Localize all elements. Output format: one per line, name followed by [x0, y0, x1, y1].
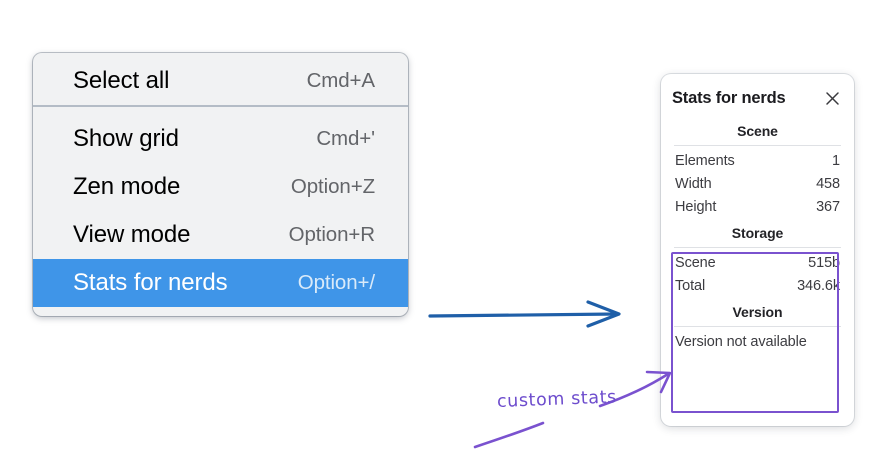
version-value: Version not available: [675, 334, 807, 350]
panel-header: Stats for nerds: [672, 74, 843, 116]
menu-section-select: Select all Cmd+A: [33, 57, 408, 105]
section-heading-scene: Scene: [737, 123, 778, 139]
stat-key: Height: [675, 198, 717, 215]
menu-item-label: Show grid: [73, 125, 179, 152]
menu-item-shortcut: Option+/: [297, 271, 375, 294]
menu-item-stats-for-nerds[interactable]: Stats for nerds Option+/: [33, 259, 408, 307]
menu-item-select-all[interactable]: Select all Cmd+A: [33, 57, 408, 105]
menu-item-shortcut: Option+Z: [290, 175, 375, 198]
menu-item-shortcut: Option+R: [288, 223, 375, 246]
stat-value: 346.6k: [797, 277, 840, 294]
stat-row: Total 346.6k: [672, 274, 843, 297]
section-rule: [674, 247, 841, 248]
menu-item-shortcut: Cmd+': [316, 127, 375, 150]
stat-key: Width: [675, 175, 712, 192]
stat-value: 515b: [808, 254, 840, 271]
menu-item-view-mode[interactable]: View mode Option+R: [33, 211, 408, 259]
stat-row: Elements 1: [672, 149, 843, 172]
purple-underline-stroke: [473, 421, 545, 449]
blue-arrow-to-panel: [428, 300, 621, 328]
annotation-label-custom-stats: custom stats: [496, 387, 618, 412]
menu-item-label: Zen mode: [73, 173, 181, 200]
stat-row: Width 458: [672, 172, 843, 195]
menu-item-shortcut: Cmd+A: [306, 69, 376, 92]
stat-value: 367: [816, 198, 840, 215]
stat-key: Elements: [675, 152, 735, 169]
stat-key: Total: [675, 277, 706, 294]
menu-item-label: View mode: [73, 221, 191, 248]
section-rule: [674, 326, 841, 327]
menu-item-zen-mode[interactable]: Zen mode Option+Z: [33, 163, 408, 211]
close-icon[interactable]: [824, 90, 841, 107]
section-heading-storage: Storage: [731, 225, 784, 241]
menu-item-show-grid[interactable]: Show grid Cmd+': [33, 115, 408, 163]
section-rule: [674, 145, 841, 146]
canvas-context-menu[interactable]: Select all Cmd+A Show grid Cmd+' Zen mod…: [33, 53, 408, 316]
stat-key: Scene: [675, 254, 716, 271]
menu-item-label: Select all: [73, 67, 170, 94]
section-heading-version: Version: [732, 304, 783, 320]
stat-row: Height 367: [672, 195, 843, 218]
panel-title: Stats for nerds: [672, 89, 786, 107]
menu-divider: [33, 105, 408, 107]
menu-item-label: Stats for nerds: [73, 269, 228, 296]
stats-for-nerds-panel: Stats for nerds Scene Elements 1 Width 4…: [661, 74, 854, 426]
stat-row: Scene 515b: [672, 251, 843, 274]
menu-section-view: Show grid Cmd+' Zen mode Option+Z View m…: [33, 115, 408, 307]
stat-value: 1: [832, 152, 840, 169]
stat-value: 458: [816, 175, 840, 192]
